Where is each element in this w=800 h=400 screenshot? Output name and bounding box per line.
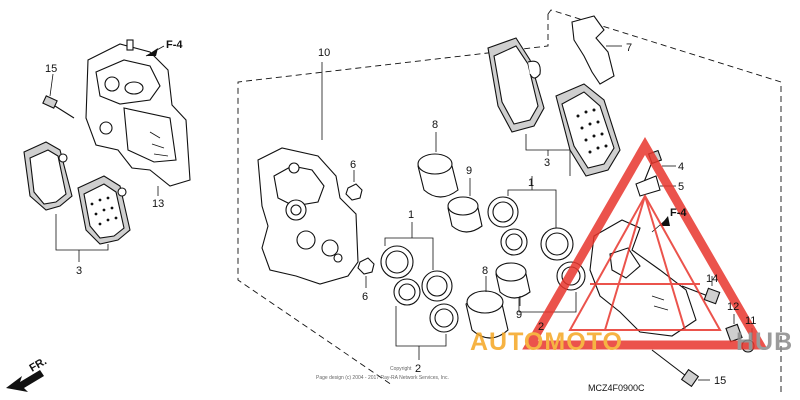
callout-8-top: 8: [432, 119, 438, 131]
callout-f4-top: F-4: [166, 39, 183, 51]
callout-4: 4: [678, 161, 684, 173]
callout-fr: FR.: [28, 355, 49, 374]
caliper-assembly-13: [85, 39, 191, 187]
callout-2-left: 2: [415, 363, 421, 375]
callout-5: 5: [678, 181, 684, 193]
piston-8-bottom: [465, 276, 509, 339]
callout-11: 11: [745, 315, 756, 327]
cap-6-top: [345, 170, 363, 201]
callout-6-top: 6: [350, 159, 356, 171]
fr-arrow-icon: [6, 370, 44, 392]
callout-15-top: 15: [45, 63, 57, 75]
bolt-14: [681, 276, 721, 305]
caliper-bracket: [589, 219, 697, 337]
callout-f4-right: F-4: [670, 207, 687, 219]
callout-7: 7: [626, 42, 632, 54]
callout-3-right: 3: [544, 157, 550, 169]
figure-code: MCZ4F0900C: [588, 383, 645, 393]
callout-9-top: 9: [466, 165, 472, 177]
caliper-half-10: [257, 62, 359, 285]
copyright-line-1: Copyright: [390, 366, 412, 372]
bolt-15-top: [42, 73, 75, 119]
watermark-triangle-icon: [522, 137, 768, 350]
callout-3-left: 3: [76, 265, 82, 277]
brake-pads-3-right: [487, 37, 621, 177]
collar-12: [725, 314, 743, 343]
assembly-boundary-dashed: [547, 9, 782, 396]
watermark-brand-main: AUTOMOTO: [470, 328, 623, 356]
pad-spring-7: [571, 15, 622, 85]
watermark-brand-suffix: HUB: [736, 328, 793, 356]
assembly-boundary-dashed-left: [237, 14, 549, 386]
piston-9-top: [447, 178, 483, 233]
watermark-logo: AUTOMOTO HUB: [470, 137, 793, 356]
callout-12: 12: [727, 301, 739, 313]
cap-6-bottom: [357, 257, 375, 288]
piston-8-top: [417, 132, 459, 198]
f4-arrow-top: [145, 45, 165, 57]
callout-6-bottom: 6: [362, 291, 368, 303]
bolt-15-bottom: [651, 349, 710, 388]
callout-15-bottom: 15: [714, 375, 726, 387]
piston-9-bottom: [495, 262, 531, 306]
brake-pads-3-left: [23, 141, 131, 262]
callout-10: 10: [318, 47, 330, 59]
piston-seals-1-left: [380, 222, 459, 360]
callout-8-bottom: 8: [482, 265, 488, 277]
callout-13: 13: [152, 198, 164, 210]
callout-1-right: 1: [528, 177, 534, 189]
callout-9-bottom: 9: [516, 309, 522, 321]
callout-1-left: 1: [408, 209, 414, 221]
callout-2-right: 2: [538, 321, 544, 333]
copyright-line-2: Page design (c) 2004 - 2017 Ray-RA Netwo…: [316, 375, 449, 381]
callout-14: 14: [706, 273, 718, 285]
